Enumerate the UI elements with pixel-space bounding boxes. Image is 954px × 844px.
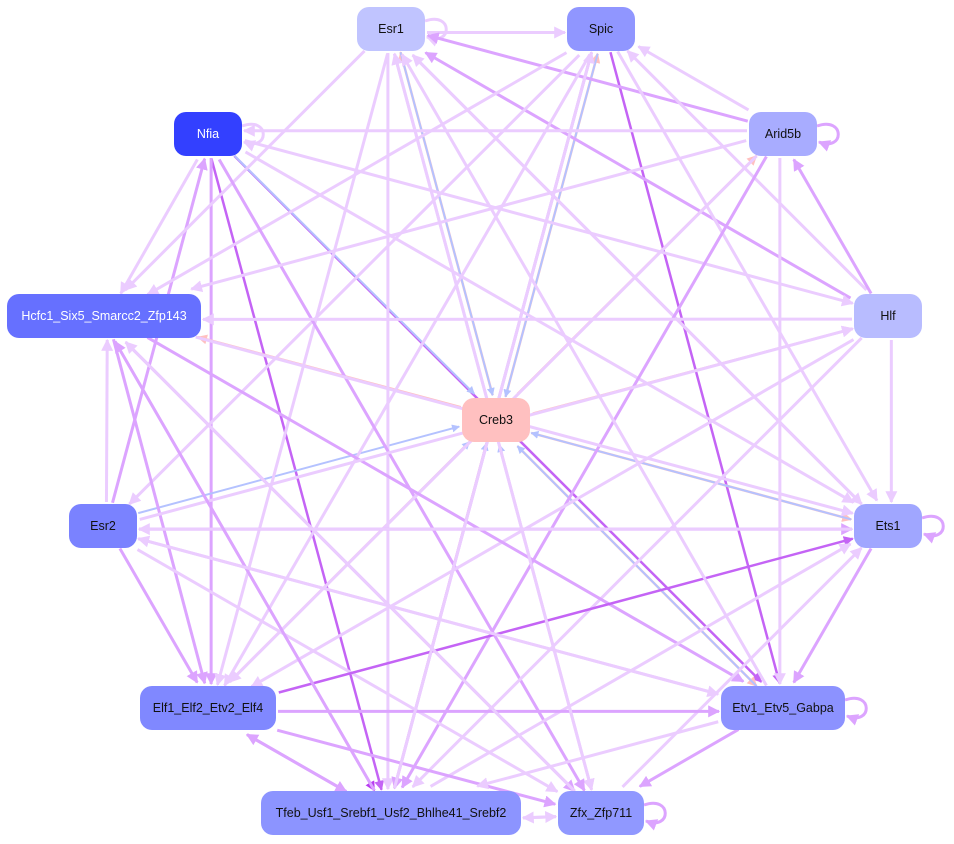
edge-Hlf-to-Elf1 xyxy=(250,338,855,688)
node-etv1[interactable]: Etv1_Etv5_Gabpa xyxy=(721,686,845,730)
node-spic[interactable]: Spic xyxy=(567,7,635,51)
node-label: Zfx_Zfp711 xyxy=(569,806,633,820)
edge-Ets1-to-Etv1 xyxy=(792,547,873,684)
edge-Etv1-to-Esr1 xyxy=(400,53,768,687)
edge-Zfx-to-Tfeb xyxy=(521,811,557,824)
edge-Spic-to-Hcfc1 xyxy=(146,51,568,296)
node-label: Tfeb_Usf1_Srebf1_Usf2_Bhlhe41_Srebf2 xyxy=(275,806,507,820)
edge-Nfia-to-Hlf xyxy=(244,139,854,307)
edge-Nfia-to-Hcfc1 xyxy=(119,158,199,295)
node-label: Nfia xyxy=(196,127,220,141)
node-label: Etv1_Etv5_Gabpa xyxy=(732,701,834,715)
edge-Etv1-to-Tfeb xyxy=(476,720,719,790)
edge-Spic-to-Creb3 xyxy=(503,53,599,398)
edge-Zfx-to-Ets1 xyxy=(621,546,863,788)
edge-Spic-to-Elf1 xyxy=(223,53,592,687)
edge-Esr1-to-Creb3 xyxy=(399,51,495,396)
edge-Esr1-to-Elf1 xyxy=(214,53,389,686)
node-label: Ets1 xyxy=(875,519,901,533)
edge-Etv1-to-Creb3 xyxy=(516,445,758,687)
node-elf1[interactable]: Elf1_Elf2_Etv2_Elf4 xyxy=(140,686,276,730)
node-label: Hcfc1_Six5_Smarcc2_Zfp143 xyxy=(21,309,187,323)
node-tfeb[interactable]: Tfeb_Usf1_Srebf1_Usf2_Bhlhe41_Srebf2 xyxy=(261,791,521,835)
edge-Esr2-to-Elf1 xyxy=(118,547,199,684)
node-ets1[interactable]: Ets1 xyxy=(854,504,922,548)
edge-Zfx-to-Zfx xyxy=(643,801,667,831)
edge-Nfia-to-Ets1 xyxy=(244,150,855,504)
node-hlf[interactable]: Hlf xyxy=(854,294,922,338)
node-label: Esr1 xyxy=(378,22,404,36)
edge-Esr2-to-Zfx xyxy=(136,548,559,793)
edge-Tfeb-to-Elf1 xyxy=(245,733,348,793)
edge-Arid5b-to-Spic xyxy=(637,45,750,112)
edge-Zfx-to-Hcfc1 xyxy=(124,341,576,793)
edge-Etv1-to-Etv1 xyxy=(844,696,868,726)
edge-Hcfc1-to-Etv1 xyxy=(146,336,745,683)
edge-Ets1-to-Ets1 xyxy=(921,514,945,544)
node-esr2[interactable]: Esr2 xyxy=(69,504,137,548)
edge-Tfeb-to-Ets1 xyxy=(429,542,852,788)
edge-Esr1-to-Hcfc1 xyxy=(124,49,366,291)
edge-Arid5b-to-Tfeb xyxy=(400,155,768,789)
edge-Spic-to-Etv1 xyxy=(609,51,783,685)
edge-Hcfc1-to-Elf1 xyxy=(112,338,208,685)
edge-Ets1-to-Creb3 xyxy=(530,430,852,521)
edge-Esr2-to-Creb3 xyxy=(137,424,460,515)
edge-Arid5b-to-Hcfc1 xyxy=(190,139,747,293)
node-nfia[interactable]: Nfia xyxy=(174,112,242,156)
node-label: Hlf xyxy=(880,309,896,323)
node-label: Arid5b xyxy=(764,127,802,141)
node-zfx[interactable]: Zfx_Zfp711 xyxy=(558,791,644,835)
node-hcfc1[interactable]: Hcfc1_Six5_Smarcc2_Zfp143 xyxy=(7,294,201,338)
node-label: Spic xyxy=(588,22,614,36)
node-label: Creb3 xyxy=(478,413,514,427)
node-esr1[interactable]: Esr1 xyxy=(357,7,425,51)
edge-Esr2-to-Hcfc1 xyxy=(101,338,114,503)
node-creb3[interactable]: Creb3 xyxy=(462,398,530,442)
node-label: Elf1_Elf2_Etv2_Elf4 xyxy=(152,701,264,715)
node-label: Esr2 xyxy=(90,519,116,533)
edge-Arid5b-to-Esr1 xyxy=(426,32,749,123)
node-arid5b[interactable]: Arid5b xyxy=(749,112,817,156)
edge-Hlf-to-Arid5b xyxy=(792,158,873,295)
edge-Arid5b-to-Arid5b xyxy=(816,122,840,152)
edge-Elf1-to-Ets1 xyxy=(278,536,854,694)
edge-Etv1-to-Zfx xyxy=(638,728,740,788)
edge-Nfia-to-Creb3 xyxy=(233,155,476,395)
edge-Etv1-to-Esr2 xyxy=(137,535,719,696)
edge-Nfia-to-Tfeb xyxy=(210,158,385,791)
edge-Hlf-to-Spic xyxy=(626,49,868,291)
